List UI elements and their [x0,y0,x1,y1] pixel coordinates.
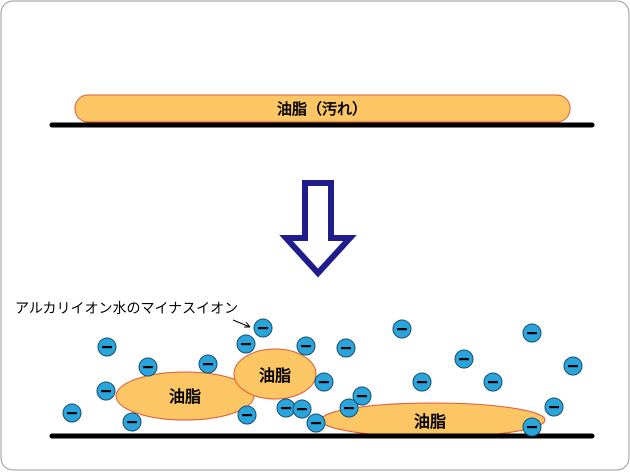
ion-minus-sign [527,426,537,429]
oil-blob-middle-label: 油脂 [259,366,291,385]
negative-ion-icon [483,372,503,392]
negative-ion-icon [237,405,257,425]
negative-ion-icon [296,336,316,356]
negative-ion-icon [352,386,372,406]
ion-minus-sign [127,421,137,424]
ion-minus-sign [102,346,112,349]
ion-minus-sign [258,327,268,330]
negative-ion-icon [336,338,356,358]
negative-ions-group [62,318,583,437]
negative-ion-icon [522,323,542,343]
negative-ion-icon [454,349,474,369]
top-oil-blob [74,94,571,123]
ion-minus-sign [488,381,498,384]
ion-minus-sign [143,366,153,369]
negative-ion-icon [292,399,312,419]
caption-pointer-line [232,319,251,328]
ion-minus-sign [101,390,111,393]
ion-minus-sign [319,381,329,384]
ion-minus-sign [527,332,537,335]
caption-pointer-arrowhead [244,321,251,328]
ion-minus-sign [203,363,213,366]
ion-minus-sign [67,412,77,415]
negative-ion-icon [198,354,218,374]
oil-blob-middle [233,348,317,400]
negative-ion-icon [236,334,256,354]
ion-caption: アルカリイオン水のマイナスイオン [15,301,238,317]
ion-minus-sign [297,408,307,411]
negative-ion-icon [138,357,158,377]
oil-blob-left-label: 油脂 [169,387,201,406]
ion-minus-sign [241,343,251,346]
negative-ion-icon [62,403,82,423]
negative-ion-icon [392,319,412,339]
ion-minus-sign [242,414,252,417]
negative-ion-icon [253,318,273,338]
ion-minus-sign [281,407,291,410]
ion-minus-sign [549,406,559,409]
negative-ion-icon [339,398,359,418]
negative-ion-icon [563,356,583,376]
down-arrow-icon [279,180,357,278]
ion-minus-sign [459,358,469,361]
ion-minus-sign [397,328,407,331]
negative-ion-icon [97,337,117,357]
negative-ion-icon [522,417,542,437]
ion-minus-sign [341,347,351,350]
ion-minus-sign [344,407,354,410]
negative-ion-icon [122,412,142,432]
ion-minus-sign [301,345,311,348]
ion-minus-sign [568,365,578,368]
oil-blob-right-label: 油脂 [414,412,446,431]
ion-minus-sign [417,381,427,384]
top-oil-label: 油脂（汚れ） [277,100,367,118]
negative-ion-icon [306,413,326,433]
negative-ion-icon [276,398,296,418]
ion-minus-sign [311,422,321,425]
negative-ion-icon [314,372,334,392]
negative-ion-icon [96,381,116,401]
negative-ion-icon [544,397,564,417]
ion-minus-sign [357,395,367,398]
negative-ion-icon [412,372,432,392]
